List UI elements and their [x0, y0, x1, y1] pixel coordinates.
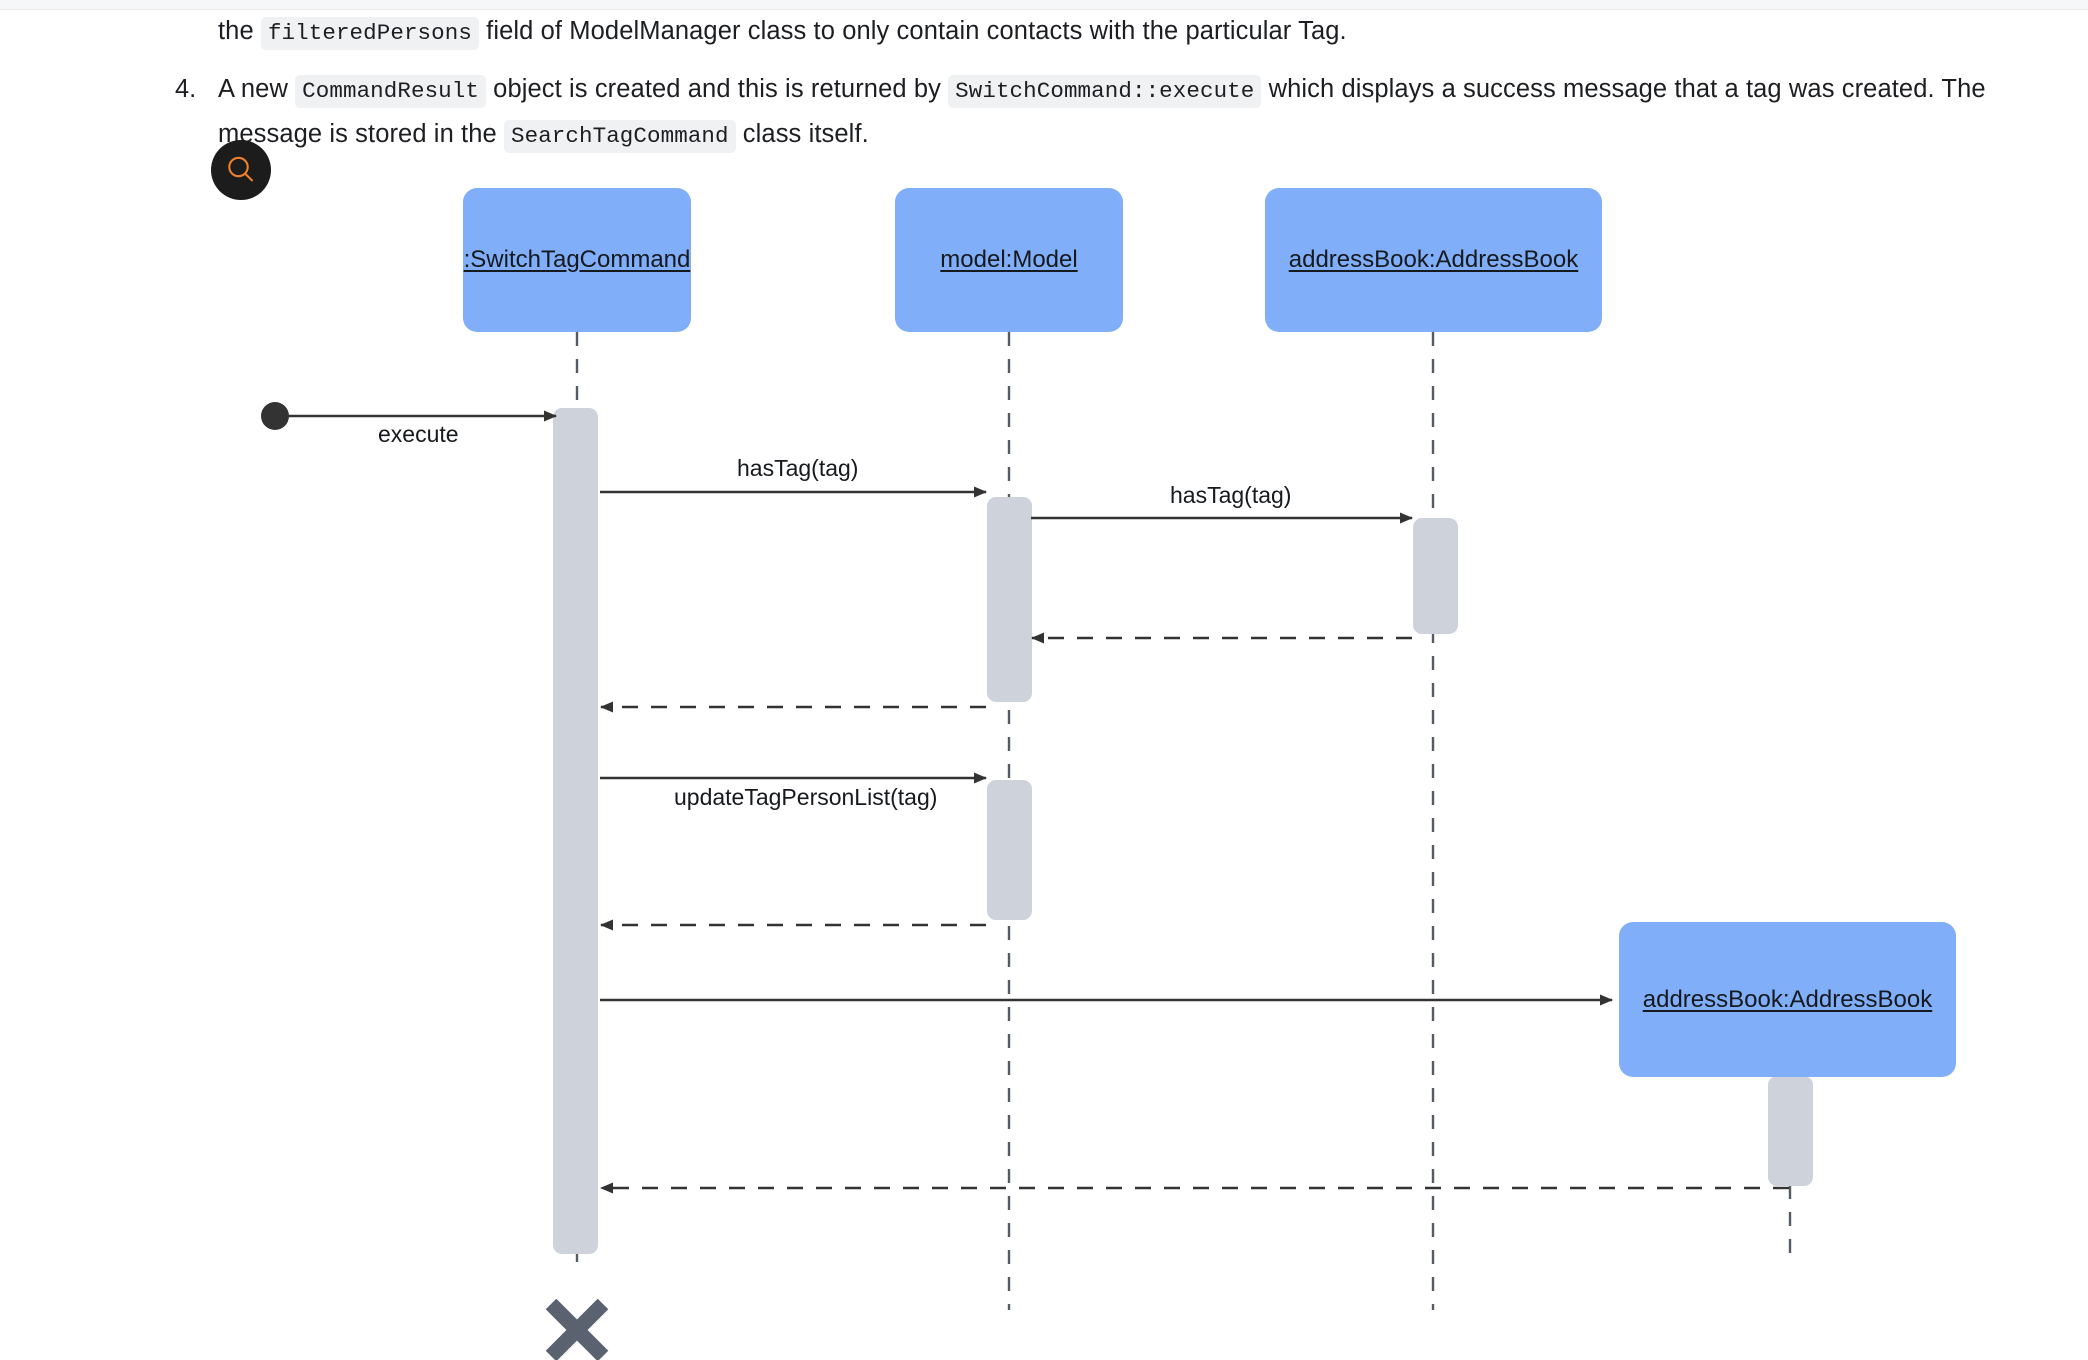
- participant-switchTagCommand[interactable]: :SwitchTagCommand: [463, 188, 691, 332]
- message-label-hasTag-model: hasTag(tag): [737, 455, 859, 481]
- list-item-body: A new CommandResult object is created an…: [218, 68, 2000, 158]
- activation-bars: [553, 408, 1813, 1254]
- participant-label-switchTagCommand: :SwitchTagCommand: [463, 246, 691, 273]
- participant-addressBook[interactable]: addressBook:AddressBook: [1265, 188, 1602, 332]
- activation-model-updateTagPersonList: [987, 780, 1032, 920]
- destroy-marker-icon: [545, 1298, 609, 1360]
- image-zoom-button[interactable]: [211, 140, 271, 200]
- participant-label-model: model:Model: [940, 246, 1078, 273]
- inline-code-SearchTagCommand: SearchTagCommand: [503, 120, 736, 153]
- list-item: 4. A new CommandResult object is created…: [0, 68, 2000, 158]
- li-seg2: object is created and this is returned b…: [486, 75, 949, 103]
- lifelines: [575, 332, 1792, 1310]
- li-seg1: A new: [218, 75, 296, 103]
- activation-addressBookNew: [1768, 1076, 1813, 1186]
- activation-model-hasTag: [987, 497, 1032, 702]
- search-icon: [228, 156, 254, 182]
- li-seg4: class itself.: [735, 120, 869, 148]
- found-message-dot: [261, 402, 289, 430]
- inline-code-filteredPersons: filteredPersons: [260, 17, 479, 50]
- inline-code-CommandResult: CommandResult: [295, 75, 486, 108]
- inline-code-SwitchCommand-execute: SwitchCommand::execute: [948, 75, 1262, 108]
- return-arrows: [600, 632, 1789, 1194]
- message-label-updateTagPersonList: updateTagPersonList(tag): [674, 784, 938, 810]
- paragraph-continuation: the filteredPersons field of ModelManage…: [0, 10, 2000, 55]
- participant-addressBook-created[interactable]: addressBook:AddressBook: [1619, 922, 1956, 1077]
- participant-label-addressBook: addressBook:AddressBook: [1288, 246, 1579, 273]
- message-label-hasTag-addressBook: hasTag(tag): [1170, 482, 1292, 508]
- li-seg3: which displays a success message that a …: [218, 75, 1986, 148]
- participant-model[interactable]: model:Model: [895, 188, 1123, 332]
- list-item-marker: 4.: [175, 75, 197, 103]
- message-label-execute: execute: [378, 421, 459, 447]
- call-arrows: [275, 410, 1613, 1006]
- para-text-after: field of ModelManager class to only cont…: [478, 17, 1347, 45]
- activation-addressBook-hasTag: [1413, 518, 1458, 634]
- article-text: the filteredPersons field of ModelManage…: [0, 10, 2000, 158]
- para-text-before: the: [218, 17, 261, 45]
- top-cutoff-strip: [0, 0, 2088, 10]
- activation-switchTagCommand: [553, 408, 598, 1254]
- participant-label-addressBook-created: addressBook:AddressBook: [1642, 985, 1933, 1013]
